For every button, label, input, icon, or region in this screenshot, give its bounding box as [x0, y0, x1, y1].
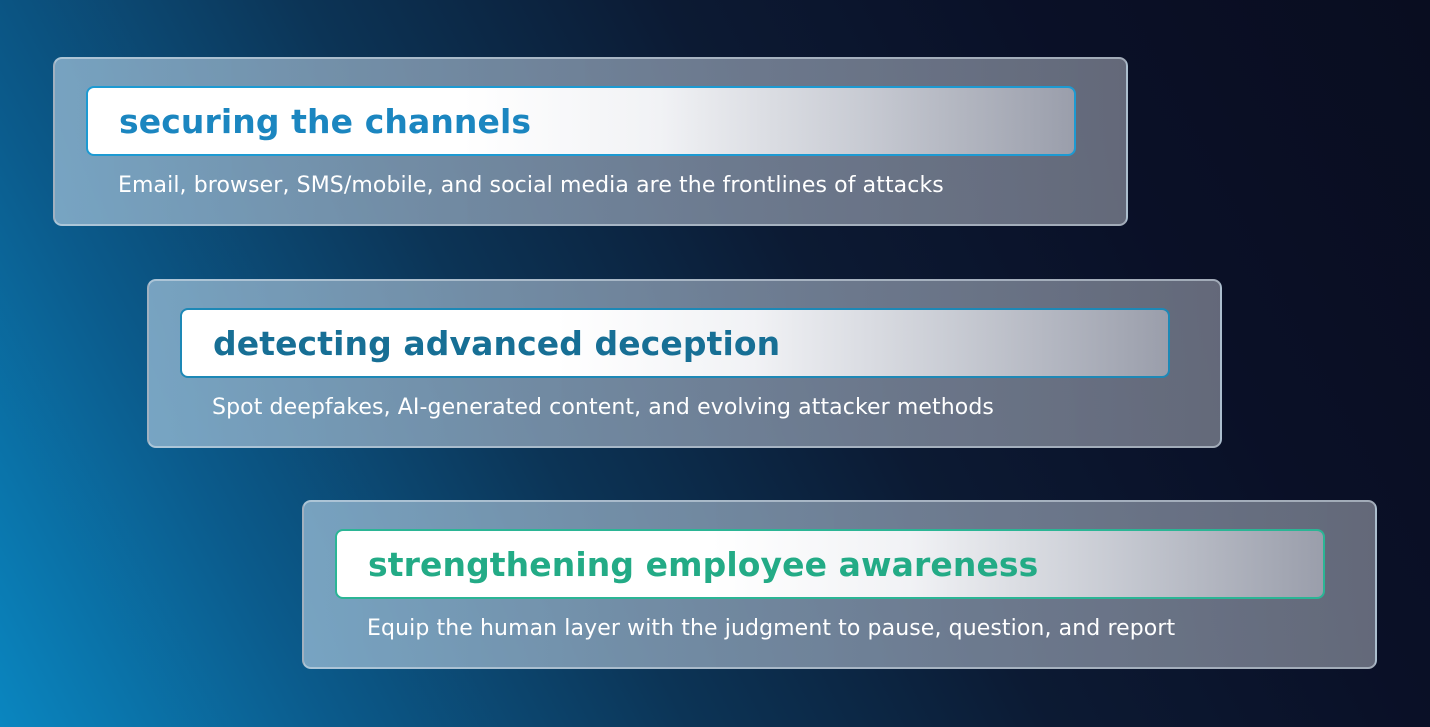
card-detecting-deception: detecting advanced deception Spot deepfa…: [147, 279, 1222, 448]
card-description: Spot deepfakes, AI-generated content, an…: [212, 395, 994, 420]
heading-pill: strengthening employee awareness: [335, 529, 1325, 599]
card-description: Equip the human layer with the judgment …: [367, 616, 1176, 641]
card-securing-channels: securing the channels Email, browser, SM…: [53, 57, 1128, 226]
card-heading: strengthening employee awareness: [368, 544, 1039, 584]
heading-pill: detecting advanced deception: [180, 308, 1170, 378]
card-heading: securing the channels: [119, 101, 532, 141]
card-employee-awareness: strengthening employee awareness Equip t…: [302, 500, 1377, 669]
heading-pill: securing the channels: [86, 86, 1076, 156]
card-description: Email, browser, SMS/mobile, and social m…: [118, 173, 944, 198]
card-heading: detecting advanced deception: [213, 323, 781, 363]
